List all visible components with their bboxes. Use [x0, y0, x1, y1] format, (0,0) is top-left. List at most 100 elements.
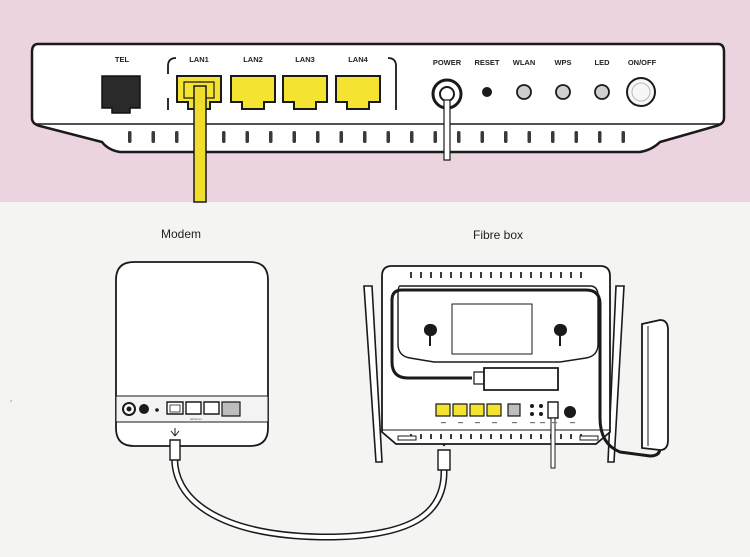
vent-slot: [292, 131, 296, 143]
fibre-bottom-vent-slot: [530, 434, 532, 439]
fibre-port-tick: [552, 422, 557, 424]
fibre-bottom-vent-slot: [440, 434, 442, 439]
fibre-onoff-button: [564, 406, 576, 418]
fibre-port-tick: [458, 422, 463, 424]
fibre-small-button-1: [530, 404, 534, 408]
vent-slot: [457, 131, 461, 143]
fibre-bottom-vent-slot: [490, 434, 492, 439]
fibre-port-tick: [540, 422, 545, 424]
fibre-left-foot: [397, 435, 417, 441]
fibre-power-adapter: [483, 367, 559, 391]
lan-group-frame-right: [387, 57, 397, 110]
vent-slot: [598, 131, 602, 143]
stray-dot: [10, 400, 12, 402]
fibre-right-mount-hole: [553, 323, 567, 346]
router-rear-view: TEL LAN1 LAN2 LAN3 LAN4 POWER RESET WLAN…: [30, 42, 726, 203]
fibre-cable-connector: [437, 449, 451, 471]
vent-slot: [128, 131, 132, 143]
fibre-box-label-area: [451, 303, 533, 355]
fibre-vent-slot: [540, 272, 542, 278]
fibre-vent-slot: [560, 272, 562, 278]
fibre-vent-slot: [500, 272, 502, 278]
power-cable: [443, 99, 451, 161]
onoff-button: [626, 77, 656, 107]
vent-slot: [316, 131, 320, 143]
vent-slot: [269, 131, 273, 143]
fibre-vent-slot: [480, 272, 482, 278]
fibre-cable-plug: [473, 371, 485, 385]
fibre-vent-slot: [580, 272, 582, 278]
fibre-small-button-3: [539, 404, 543, 408]
vent-slot: [480, 131, 484, 143]
lan1-port-label: LAN1: [189, 55, 209, 64]
modem-device: Ethernet: [115, 261, 269, 447]
fibre-left-antenna: [363, 285, 383, 463]
fibre-vent-slot: [570, 272, 572, 278]
wall-terminal-body: [641, 319, 669, 451]
wlan-button-label: WLAN: [513, 58, 536, 67]
lan-group-frame-left: [167, 57, 177, 74]
vent-slot: [339, 131, 343, 143]
fibre-optic-cable: [390, 288, 662, 458]
lan3-port: [282, 75, 328, 110]
lan1-yellow-cable: [193, 85, 207, 203]
vent-slot: [551, 131, 555, 143]
lan3-port-label: LAN3: [295, 55, 315, 64]
fibre-bottom-vent-slot: [520, 434, 522, 439]
fibre-small-button-2: [530, 412, 534, 416]
fibre-port-tick: [441, 422, 446, 424]
wlan-button: [516, 84, 532, 100]
fibre-tel-port: [507, 403, 521, 417]
fibre-bottom-vent-slot: [500, 434, 502, 439]
fibre-bottom-vent-slot: [560, 434, 562, 439]
led-button-label: LED: [595, 58, 611, 67]
tel-port-label: TEL: [115, 55, 130, 64]
router-vents: [128, 131, 625, 143]
fibre-left-mount-hole: [423, 323, 437, 346]
fibre-vent-slot: [490, 272, 492, 278]
fibre-bottom-vent-slot: [450, 434, 452, 439]
fibre-port-tick: [570, 422, 575, 424]
fibre-port-tick: [530, 422, 535, 424]
modem-usb-port: [221, 401, 241, 417]
fibre-port-tick: [512, 422, 517, 424]
fibre-box-caption: Fibre box: [473, 228, 523, 242]
fibre-bottom-vent-slot: [420, 434, 422, 439]
ethernet-cable: [169, 428, 451, 541]
fibre-vent-slot: [410, 272, 412, 278]
fibre-right-foot: [579, 435, 599, 441]
modem-button: [139, 404, 149, 414]
modem-ethernet-port-3: [203, 401, 220, 415]
vent-slot: [527, 131, 531, 143]
vent-slot: [222, 131, 226, 143]
vent-slot: [363, 131, 367, 143]
fibre-bottom-vent-slot: [430, 434, 432, 439]
lan2-port-label: LAN2: [243, 55, 263, 64]
wps-button-label: WPS: [554, 58, 571, 67]
fibre-power-cable: [550, 417, 556, 469]
ethernet-cable-core: [172, 450, 447, 540]
modem-ethernet-port-2: [185, 401, 202, 415]
fibre-vent-slot: [460, 272, 462, 278]
fibre-box-device: [363, 265, 662, 469]
vent-slot: [504, 131, 508, 143]
fibre-vent-slot: [430, 272, 432, 278]
power-port-label: POWER: [433, 58, 462, 67]
wall-fibre-terminal: [641, 319, 669, 451]
vent-slot: [410, 131, 414, 143]
modem-ethernet-port-1-inner: [169, 404, 181, 413]
vent-slot: [245, 131, 249, 143]
vent-slot: [151, 131, 155, 143]
fibre-vent-slot: [440, 272, 442, 278]
fibre-vent-slot: [530, 272, 532, 278]
lan4-port: [335, 75, 381, 110]
fibre-power-port: [547, 401, 559, 419]
reset-button: [482, 87, 492, 97]
fibre-bottom-vent-slot: [540, 434, 542, 439]
fibre-lan2-port: [452, 403, 468, 417]
modem-reset-hole: [155, 408, 159, 412]
onoff-button-ring: [631, 82, 651, 102]
lan2-port: [230, 75, 276, 110]
fibre-vent-slot: [550, 272, 552, 278]
